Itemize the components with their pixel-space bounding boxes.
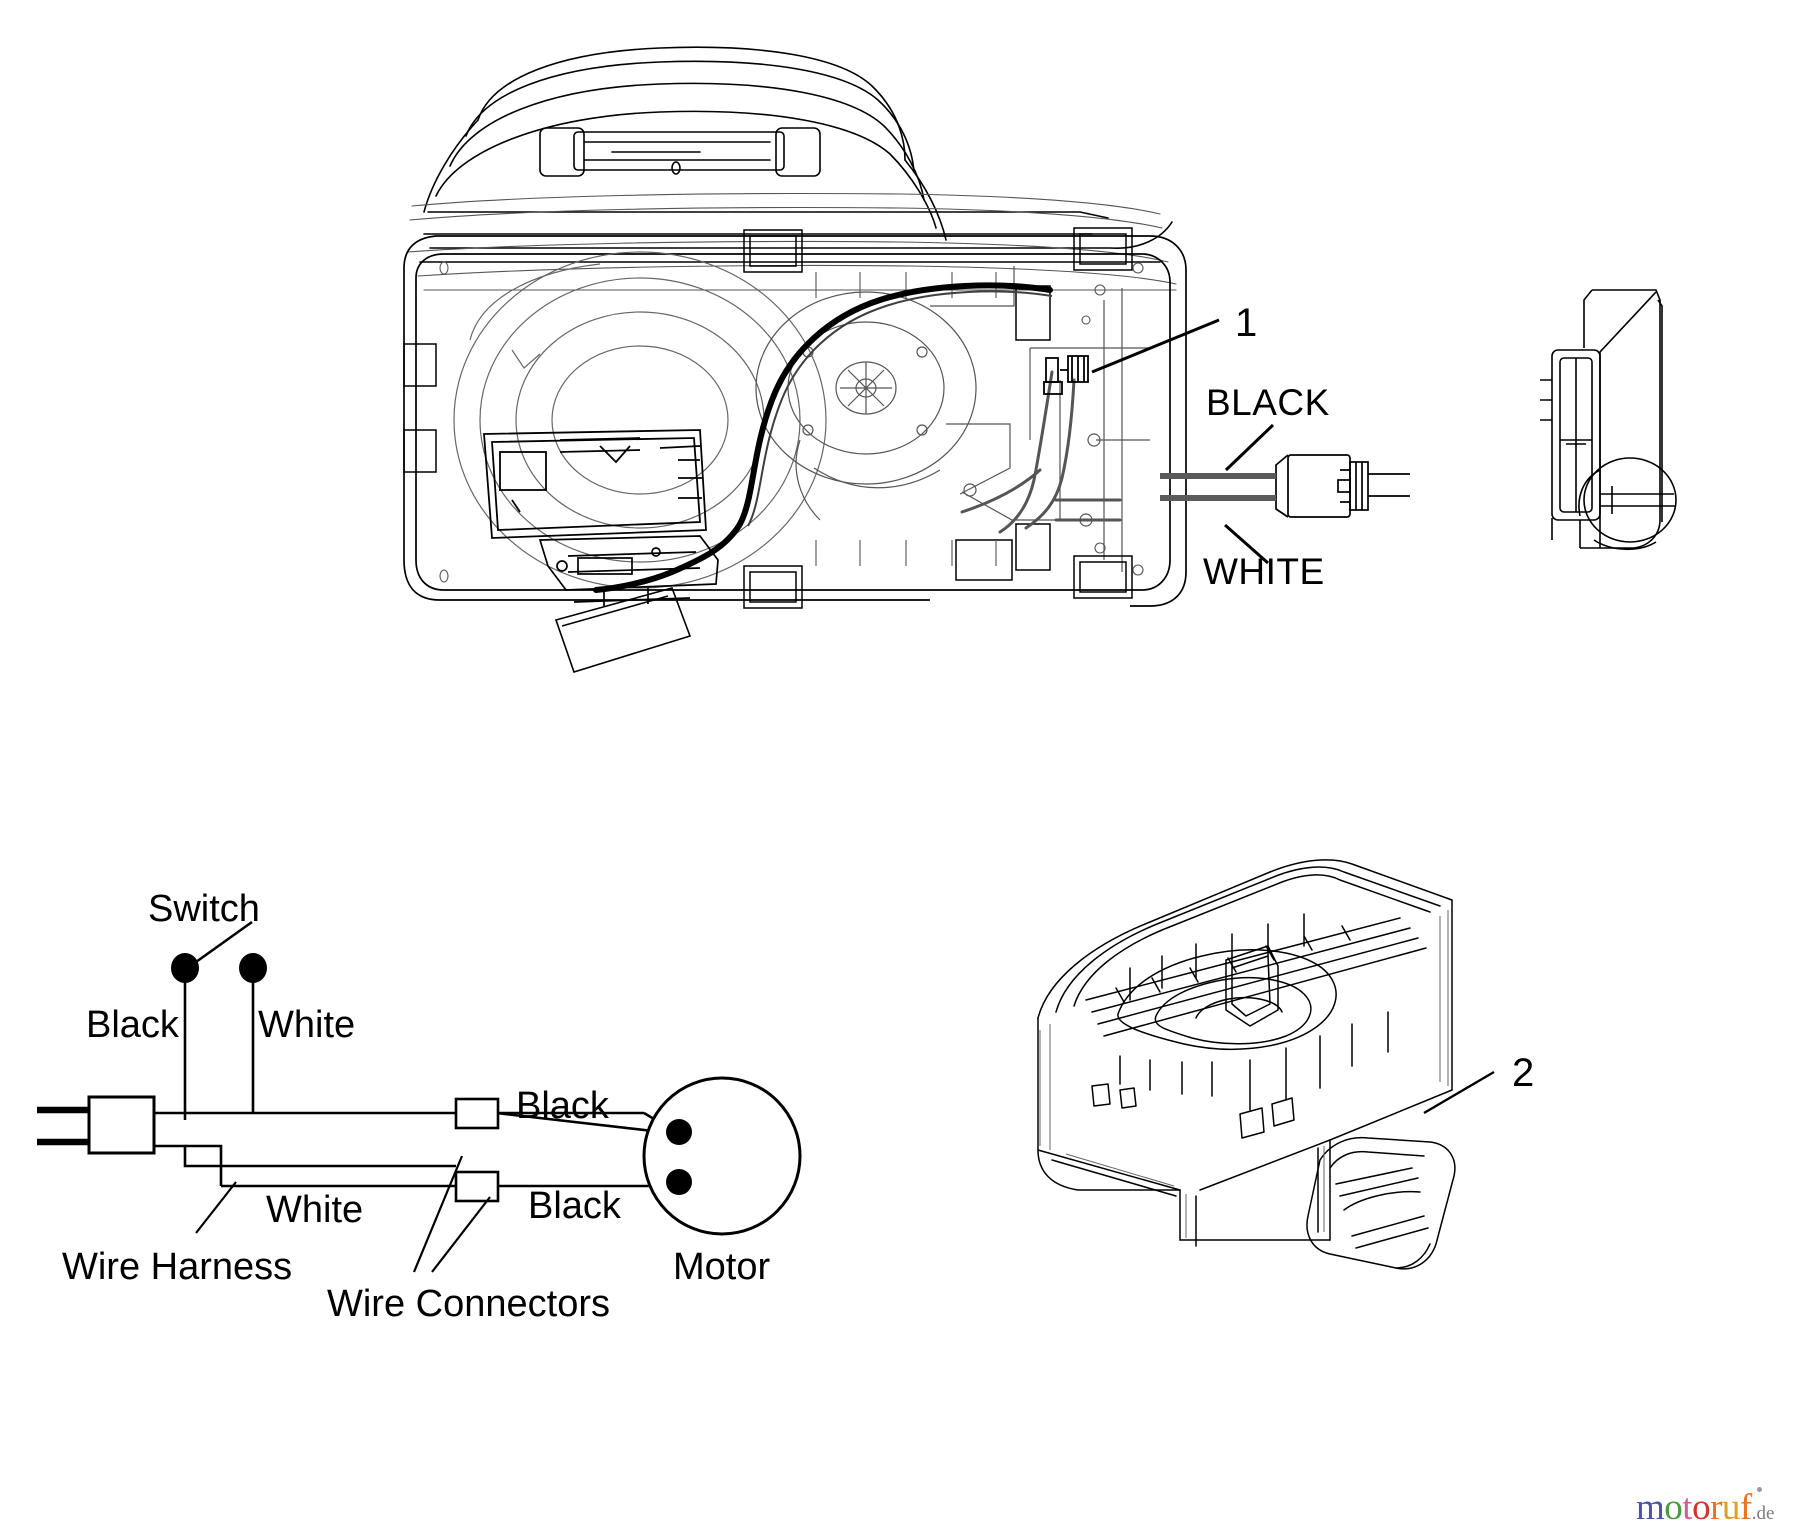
watermark-letter-f: f bbox=[1739, 1487, 1752, 1528]
switch-terminal-left bbox=[171, 953, 199, 983]
bottom-assembly-faint-lines bbox=[1039, 910, 1449, 1238]
rear-shroud-lip bbox=[419, 211, 1173, 263]
watermark-letter-o2: o bbox=[1692, 1487, 1711, 1528]
motor-fan-housing bbox=[755, 266, 1150, 572]
callout-2-leader bbox=[1423, 1070, 1495, 1115]
wire-connectors bbox=[454, 1097, 500, 1203]
deck-connector-1 bbox=[1043, 355, 1089, 395]
schematic-label-wire-harness: Wire Harness bbox=[62, 1246, 293, 1288]
deck-body-outline bbox=[403, 235, 1187, 607]
schematic-label-black-lower-right: Black bbox=[528, 1185, 621, 1227]
deck-vent-slots bbox=[403, 227, 1133, 609]
schematic-label-switch: Switch bbox=[148, 888, 260, 930]
watermark-dot bbox=[1757, 1487, 1762, 1492]
switch-leader-line bbox=[195, 920, 253, 964]
schematic-label-white-top: White bbox=[258, 1004, 356, 1046]
schematic-label-leaders bbox=[195, 1155, 491, 1273]
watermark-letter-t: t bbox=[1682, 1487, 1693, 1528]
schematic-label-white-bottom: White bbox=[266, 1189, 364, 1231]
motoruf-watermark: motoruf.de bbox=[1636, 1489, 1774, 1526]
white-wire-label: WHITE bbox=[1203, 551, 1325, 592]
watermark-letter-m: m bbox=[1636, 1487, 1665, 1528]
wire-harness-plug bbox=[37, 1095, 156, 1155]
deck-wire-harness-highlight bbox=[747, 290, 1053, 527]
motor-terminal-upper bbox=[666, 1119, 692, 1145]
black-wire-label: BLACK bbox=[1206, 382, 1330, 423]
handle-grip-block bbox=[539, 127, 821, 177]
schematic-label-black-left: Black bbox=[86, 1004, 179, 1046]
deck-wire-harness-route bbox=[593, 282, 1053, 593]
power-cord-wires bbox=[1160, 473, 1276, 501]
rear-bail-outline bbox=[423, 46, 947, 241]
switch-vertical-leads bbox=[183, 980, 255, 1120]
callout-1-leader bbox=[1091, 318, 1220, 374]
wire-label-leaders bbox=[1224, 423, 1275, 565]
switch-bracket bbox=[483, 429, 707, 539]
switch-terminals bbox=[171, 953, 267, 983]
motor-terminal-lower bbox=[666, 1169, 692, 1195]
deck-flap-plate bbox=[554, 587, 692, 673]
callout-1-label: 1 bbox=[1235, 301, 1258, 345]
watermark-suffix: .de bbox=[1751, 1503, 1775, 1524]
wire-connector-lower bbox=[454, 1170, 500, 1203]
schematic-conductors bbox=[154, 1104, 680, 1188]
schematic-label-motor: Motor bbox=[673, 1246, 771, 1288]
deck-secondary-wires bbox=[960, 370, 1122, 534]
callout-2-label: 2 bbox=[1512, 1051, 1535, 1095]
deck-fasteners bbox=[439, 261, 1144, 583]
schematic-label-wire-connectors: Wire Connectors bbox=[327, 1283, 610, 1325]
schematic-label-black-upper-right: Black bbox=[516, 1085, 609, 1127]
side-bracket-detail bbox=[1540, 289, 1677, 551]
motor-symbol bbox=[642, 1076, 802, 1236]
wire-connector-upper bbox=[454, 1097, 500, 1130]
watermark-letter-r: r bbox=[1710, 1487, 1722, 1528]
watermark-letter-o1: o bbox=[1664, 1487, 1683, 1528]
watermark-letter-u: u bbox=[1721, 1487, 1741, 1528]
switch-terminal-right bbox=[239, 953, 267, 983]
